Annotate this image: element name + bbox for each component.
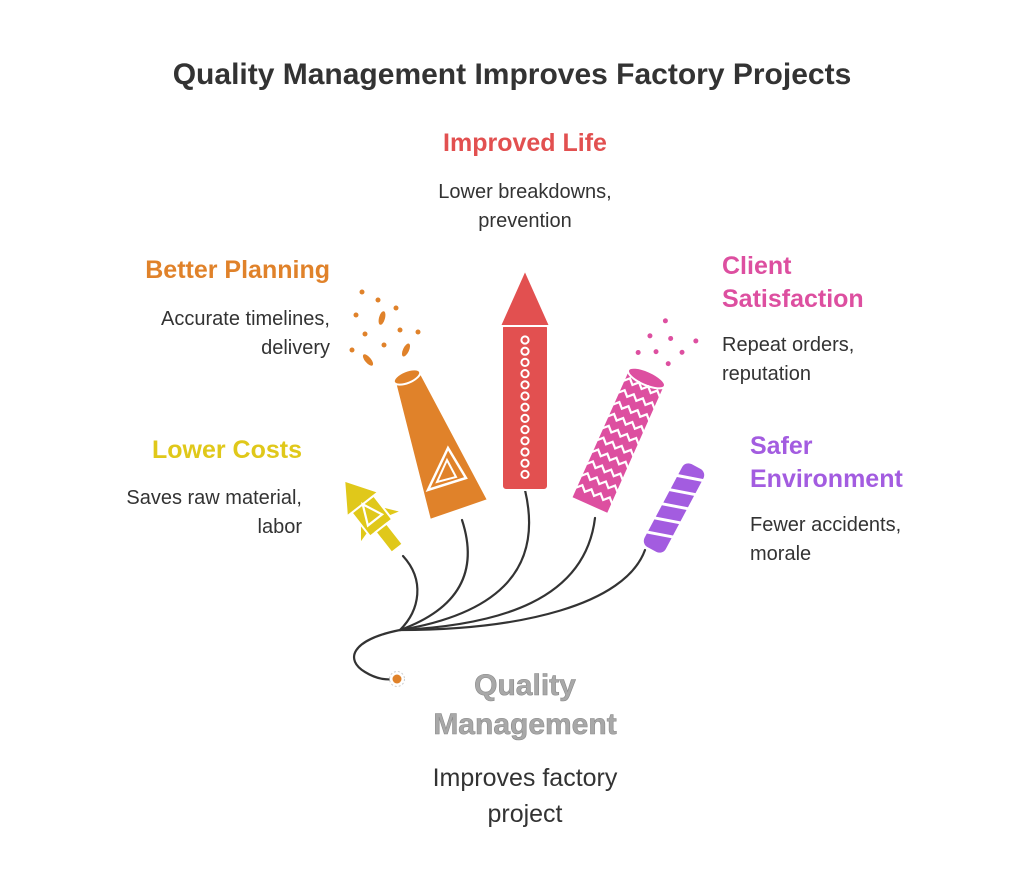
rocket-ring	[520, 357, 530, 367]
rocket-ring	[520, 436, 530, 446]
better-planning-description: Accurate timelines, delivery	[161, 308, 330, 359]
zigzag-stripe	[580, 471, 619, 493]
rocket-ring	[520, 369, 530, 379]
tall-rocket-icon	[498, 267, 552, 491]
client-satisfaction-description: Repeat orders, reputation	[722, 334, 855, 385]
better-planning-heading: Better Planning	[145, 256, 330, 284]
safer-environment-description: Fewer accidents, morale	[750, 514, 902, 565]
safer-environment-heading: Safer Environment	[750, 432, 903, 493]
small-rocket-icon	[343, 479, 405, 555]
client-satisfaction-heading: Client Satisfaction	[722, 252, 864, 313]
improved-life-description: Lower breakdowns, prevention	[438, 181, 612, 232]
fuse-client-satisfaction	[398, 516, 597, 632]
zigzag-firework-icon	[569, 318, 699, 516]
lower-costs-description: Saves raw material, labor	[126, 487, 302, 538]
zigzag-stripe	[622, 376, 661, 398]
zigzag-stripe	[617, 388, 656, 410]
quality-management-description: Improves factory project	[432, 764, 618, 828]
zigzag-stripe	[585, 460, 624, 481]
rocket-ring	[520, 447, 530, 457]
zigzag-stripe	[601, 424, 640, 446]
fuse-spark-icon	[389, 671, 405, 687]
rocket-ring	[520, 335, 530, 345]
fuse-better-planning	[398, 518, 469, 632]
fuse-lines	[353, 488, 647, 681]
improved-life-heading: Improved Life	[443, 129, 607, 157]
fuse-lower-costs	[398, 554, 419, 632]
rocket-ring	[520, 402, 530, 412]
lower-costs-heading: Lower Costs	[151, 436, 302, 464]
rocket-ring	[520, 380, 530, 390]
zigzag-stripe	[575, 483, 614, 505]
striped-candle-icon	[641, 461, 707, 555]
cone-firework-icon	[349, 289, 490, 522]
rocket-ring	[520, 391, 530, 401]
rocket-ring	[520, 458, 530, 468]
zigzag-stripe	[612, 400, 651, 422]
rocket-ring	[520, 425, 530, 435]
zigzag-stripe	[596, 436, 635, 457]
rocket-ring	[520, 469, 530, 479]
fuse-improved-life	[398, 488, 531, 632]
zigzag-stripe	[591, 448, 630, 469]
zigzag-stripe	[607, 412, 646, 434]
quality-management-heading: Quality Management	[433, 669, 617, 742]
fuse-safer-environment	[398, 548, 647, 632]
fuse-hub-tail	[353, 628, 402, 681]
rocket-ring	[520, 413, 530, 423]
rocket-ring	[520, 346, 530, 356]
page-title: Quality Management Improves Factory Proj…	[172, 58, 852, 91]
